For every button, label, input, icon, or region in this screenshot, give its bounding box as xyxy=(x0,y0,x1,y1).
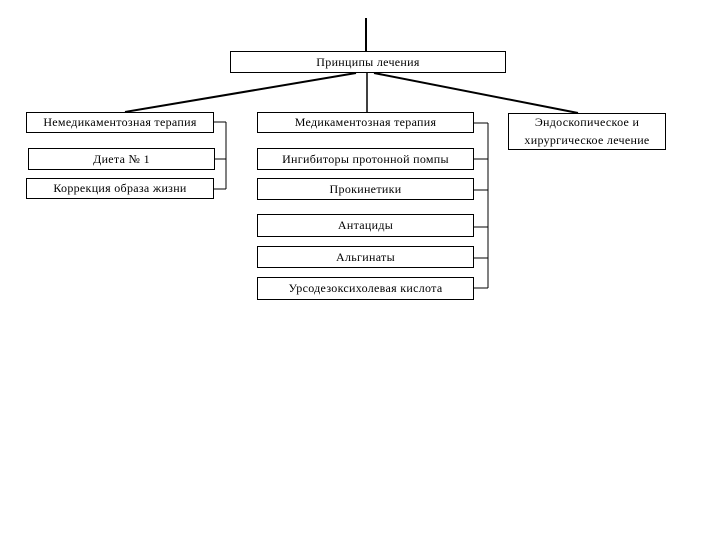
node-principles-of-treatment: Принципы лечения xyxy=(230,51,506,73)
node-alginates: Альгинаты xyxy=(257,246,474,268)
node-lifestyle-correction: Коррекция образа жизни xyxy=(26,178,214,199)
node-medication-therapy: Медикаментозная терапия xyxy=(257,112,474,133)
node-diet-no1: Диета № 1 xyxy=(28,148,215,170)
node-prokinetics: Прокинетики xyxy=(257,178,474,200)
node-proton-pump-inhibitors: Ингибиторы протонной помпы xyxy=(257,148,474,170)
node-ursodeoxycholic-acid: Урсодезоксихолевая кислота xyxy=(257,277,474,300)
root-to-nonmedication-connector xyxy=(124,72,357,113)
nonmedication-bracket xyxy=(214,121,227,190)
root-to-surgical-connector xyxy=(373,72,579,114)
node-endoscopic-surgical-treatment: Эндоскопическое и хирургическое лечение xyxy=(508,113,666,150)
node-nonmedication-therapy: Немедикаментозная терапия xyxy=(26,112,214,133)
node-antacids: Антациды xyxy=(257,214,474,237)
medication-bracket xyxy=(474,122,489,289)
